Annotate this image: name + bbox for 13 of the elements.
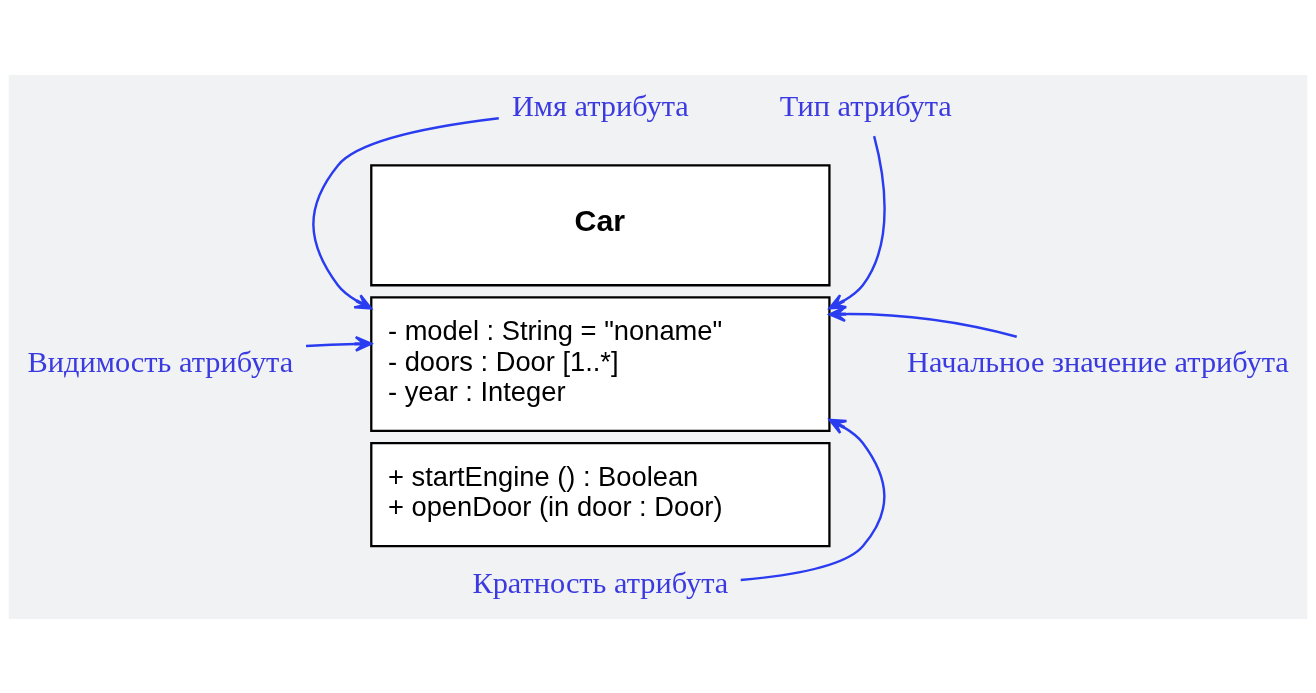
node-box: Car xyxy=(370,163,831,286)
node-box: + startEngine () : Boolean + openDoor (in door : Door) xyxy=(370,441,831,547)
node-text: Кратность атрибута xyxy=(472,565,729,600)
node-text: Тип атрибута xyxy=(779,88,952,123)
arrow xyxy=(828,305,1018,338)
node-box: - model : String = "noname" - doors : Door [1..*] - year : Integer xyxy=(370,295,831,432)
arrow xyxy=(828,135,886,309)
node-text: Имя атрибута xyxy=(511,88,689,123)
arrow xyxy=(306,335,373,352)
arrow xyxy=(312,116,499,309)
node-text: Видимость атрибута xyxy=(27,344,294,379)
arrow xyxy=(740,418,886,581)
node-text: Начальное значение атрибута xyxy=(907,344,1289,379)
